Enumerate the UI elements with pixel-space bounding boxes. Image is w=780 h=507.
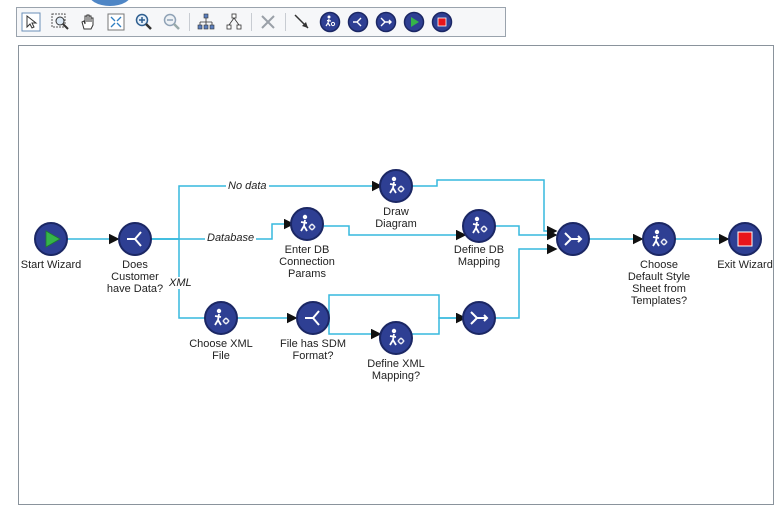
decision-node bbox=[118, 222, 152, 256]
edge-label-database: Database bbox=[205, 232, 257, 244]
merge-main-node bbox=[556, 222, 590, 256]
zoom-in-icon[interactable] bbox=[133, 11, 155, 33]
start-node bbox=[34, 222, 68, 256]
draw-diagram-node bbox=[379, 169, 413, 203]
edge-sdm-to-mergexml bbox=[328, 294, 467, 324]
exit-wizard-label: Exit Wizard bbox=[717, 259, 773, 271]
sdm-decision-node bbox=[296, 301, 330, 335]
exit-node bbox=[728, 222, 762, 256]
sdm-decision-label: File has SDM Format? bbox=[279, 338, 347, 362]
edge-nodata bbox=[135, 180, 383, 240]
define-xml-node bbox=[379, 321, 413, 355]
layout-hierarchy-icon[interactable] bbox=[223, 11, 245, 33]
choose-style-node bbox=[642, 222, 676, 256]
toolbar-separator bbox=[251, 13, 252, 31]
layout-tree-icon[interactable] bbox=[195, 11, 217, 33]
end-node-icon[interactable] bbox=[431, 11, 453, 33]
decision-node-icon[interactable] bbox=[347, 11, 369, 33]
activity-node-icon[interactable] bbox=[319, 11, 341, 33]
edge-sdm-to-definexml bbox=[328, 318, 382, 340]
edge-enterdb-to-definedb bbox=[321, 225, 467, 241]
draw-diagram-label: Draw Diagram bbox=[375, 206, 417, 230]
merge-xml-node bbox=[462, 301, 496, 335]
edges bbox=[51, 179, 730, 340]
enter-db-node bbox=[290, 207, 324, 241]
edge-label-xml: XML bbox=[167, 277, 194, 289]
edge-definexml-to-mergexml bbox=[410, 312, 467, 335]
connector-icon[interactable] bbox=[291, 11, 313, 33]
edge-mergexml-to-merge bbox=[493, 243, 558, 319]
choose-xml-label: Choose XML File bbox=[189, 338, 253, 362]
choose-style-label: Choose Default Style Sheet from Template… bbox=[627, 259, 691, 307]
app-logo-fragment bbox=[88, 0, 132, 6]
pan-hand-icon[interactable] bbox=[77, 11, 99, 33]
diagram-toolbar bbox=[16, 7, 506, 37]
decision-label: Does Customer have Data? bbox=[106, 259, 164, 295]
select-arrow-icon[interactable] bbox=[20, 11, 42, 33]
edge-label-no-data: No data bbox=[226, 180, 269, 192]
edge-definedb-to-merge bbox=[493, 225, 558, 241]
fit-to-window-icon[interactable] bbox=[105, 11, 127, 33]
toolbar-separator bbox=[285, 13, 286, 31]
start-node-icon[interactable] bbox=[403, 11, 425, 33]
define-db-label: Define DB Mapping bbox=[453, 244, 505, 268]
delete-icon[interactable] bbox=[257, 11, 279, 33]
choose-xml-node bbox=[204, 301, 238, 335]
process-flow-diagram bbox=[34, 169, 762, 355]
define-xml-label: Define XML Mapping? bbox=[367, 358, 425, 382]
merge-node-icon[interactable] bbox=[375, 11, 397, 33]
edge-draw-to-merge bbox=[410, 179, 558, 237]
zoom-out-icon[interactable] bbox=[161, 11, 183, 33]
toolbar-separator bbox=[189, 13, 190, 31]
diagram-canvas[interactable]: No data Database XML Start Wizard Does C… bbox=[18, 45, 774, 505]
define-db-node bbox=[462, 209, 496, 243]
start-wizard-label: Start Wizard bbox=[20, 259, 82, 271]
marquee-zoom-icon[interactable] bbox=[49, 11, 71, 33]
enter-db-label: Enter DB Connection Params bbox=[279, 244, 335, 280]
